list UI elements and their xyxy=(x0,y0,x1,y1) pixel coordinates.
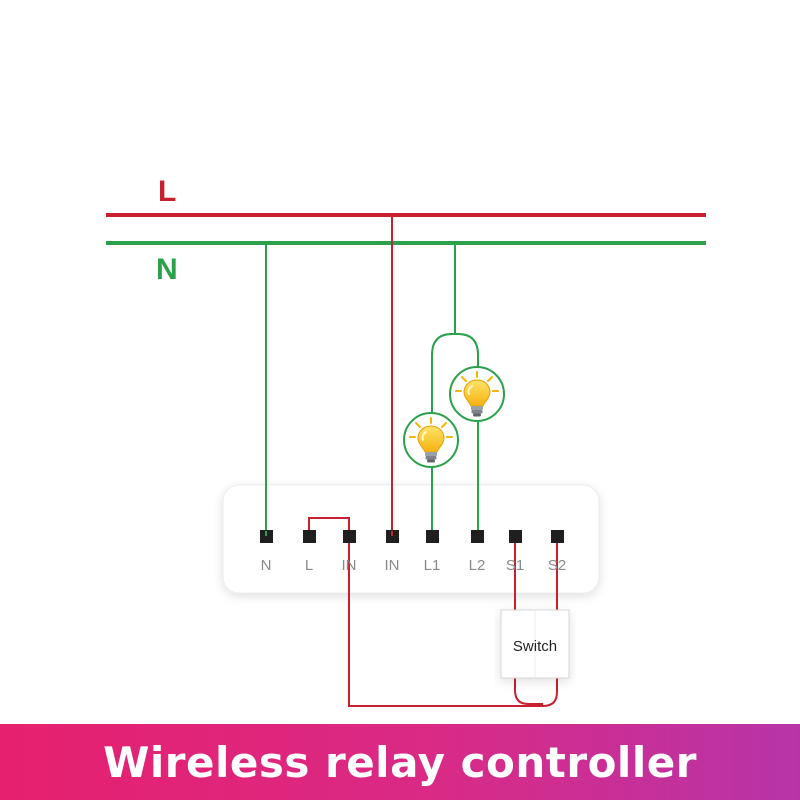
switch-label: Switch xyxy=(513,638,557,655)
terminal-s1: S1 xyxy=(506,530,524,574)
terminal-label-s2: S2 xyxy=(548,557,566,574)
terminal-in-1: IN xyxy=(342,530,357,574)
terminal-label-in-1: IN xyxy=(342,557,357,574)
terminal-n: N xyxy=(260,530,273,574)
terminal-l2: L2 xyxy=(469,530,486,574)
terminal-l1: L1 xyxy=(424,530,441,574)
terminal-label-n: N xyxy=(261,557,272,574)
terminal-label-l2: L2 xyxy=(469,557,486,574)
lamp-wire-l1 xyxy=(431,243,456,536)
terminal-l: L xyxy=(303,530,316,574)
live-bus-label: L xyxy=(158,175,176,208)
jumper-wire-l-in xyxy=(308,517,350,536)
terminal-label-s1: S1 xyxy=(506,557,524,574)
terminal-label-l1: L1 xyxy=(424,557,441,574)
terminal-in-2: IN xyxy=(385,530,400,574)
switch-wire-s2 xyxy=(348,536,558,707)
banner-title: Wireless relay controller xyxy=(103,737,697,787)
terminal-s2: S2 xyxy=(548,530,566,574)
switch-wire-s1 xyxy=(514,536,543,705)
terminal-label-l: L xyxy=(305,557,313,574)
title-banner: Wireless relay controller xyxy=(0,724,800,800)
lamp-wire-l2 xyxy=(455,333,479,536)
neutral-bus-label: N xyxy=(156,253,178,286)
switch-box: Switch xyxy=(500,609,570,679)
relay-module xyxy=(222,484,600,594)
terminal-label-in-2: IN xyxy=(385,557,400,574)
